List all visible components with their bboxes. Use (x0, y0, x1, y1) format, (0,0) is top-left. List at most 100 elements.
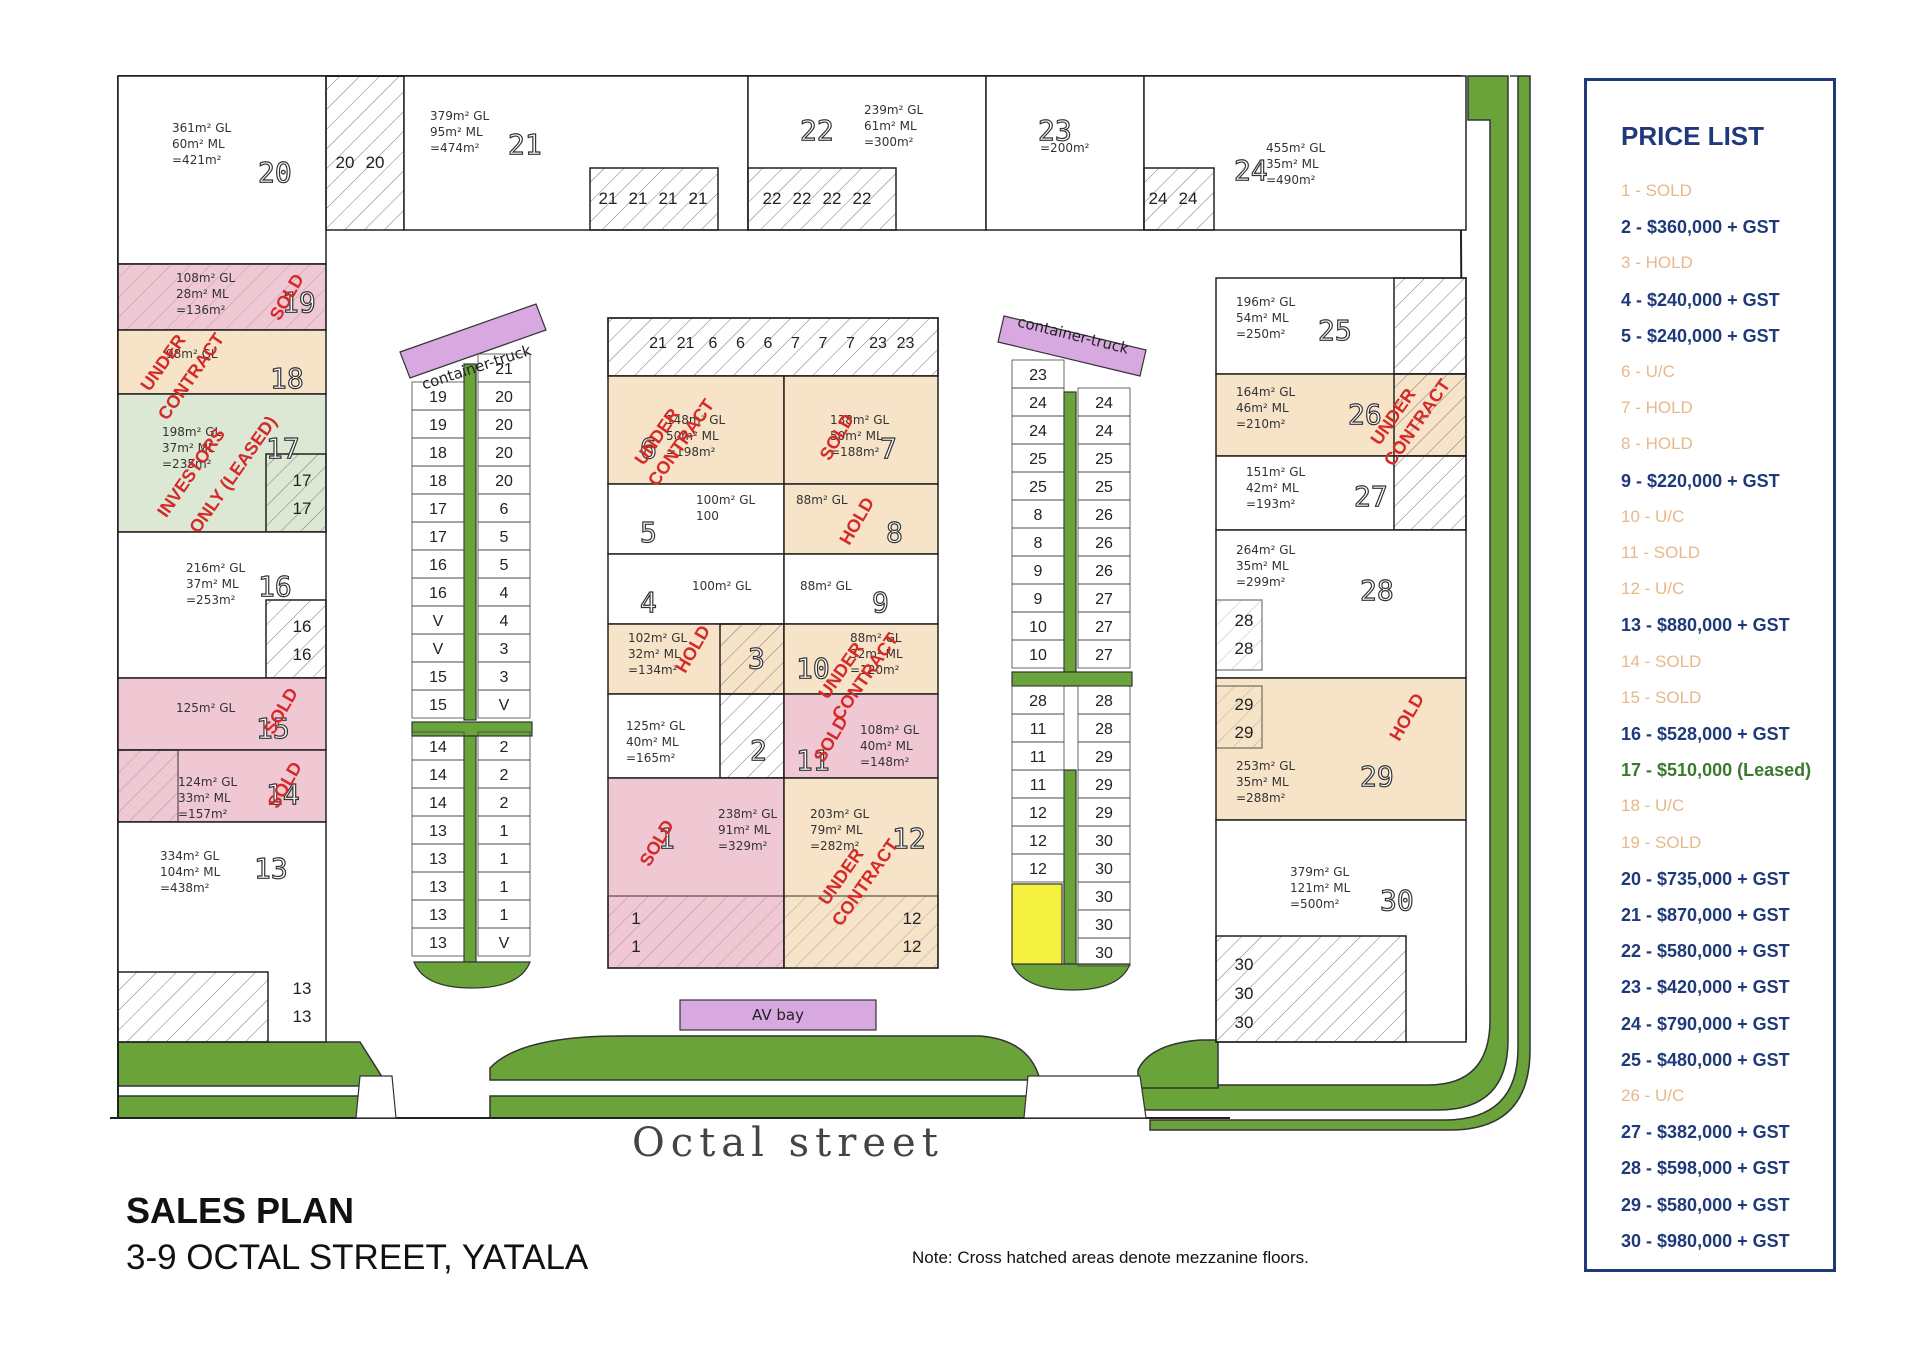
unit-number: 11 (796, 744, 830, 777)
unit-area-label: 100m² GL (696, 493, 756, 507)
parking-bay-label: 3 (500, 669, 509, 686)
parking-bay-label: V (499, 935, 510, 952)
unit-area-label: =134m² (628, 663, 678, 677)
price-lot-number: 23 (1621, 977, 1642, 998)
parking-bay-label: V (433, 613, 444, 630)
price-list-item: 25 - $480,000 + GST (1621, 1050, 1790, 1071)
unit-area-label: 264m² GL (1236, 543, 1296, 557)
parking-bay (411, 927, 465, 957)
parking-bay-label: 26 (1095, 535, 1113, 552)
parking-bay-label: 5 (500, 529, 509, 546)
price-lot-number: 9 (1621, 470, 1632, 491)
unit-area-label: 125m² GL (626, 719, 686, 733)
parking-bay-label: 10 (1029, 619, 1047, 636)
parking-bay-label: 21 (629, 189, 648, 208)
parking-bay-label: 10 (1029, 647, 1047, 664)
parking-bay-label: 13 (429, 907, 447, 924)
parking-bay-label: 30 (1095, 945, 1113, 962)
price-list-item: 11 - SOLD (1621, 543, 1700, 563)
parking-bay-label: 16 (429, 557, 447, 574)
price-lot-number: 11 (1621, 543, 1639, 562)
parking-bay-label: 23 (1029, 367, 1047, 384)
parking-bay (1077, 937, 1131, 967)
parking-bay-label: 24 (1029, 395, 1047, 412)
price-list-item: 27 - $382,000 + GST (1621, 1122, 1790, 1143)
unit-area-label: =421m² (172, 153, 222, 167)
unit-number: 2 (750, 734, 767, 767)
parking-bay-label: 17 (293, 471, 312, 490)
unit-area-label: 196m² GL (1236, 295, 1296, 309)
parking-bay (411, 689, 465, 719)
parking-bay-label: 20 (366, 153, 385, 172)
landscaping (117, 75, 1531, 1131)
parking-bay-label: 4 (500, 585, 509, 602)
parking-bay-label: 21 (599, 189, 618, 208)
parking-bay-label: 9 (1034, 563, 1043, 580)
unit-area-label: 253m² GL (1236, 759, 1296, 773)
parking-bay-label: 29 (1235, 695, 1254, 714)
price-list-item: 28 - $598,000 + GST (1621, 1158, 1790, 1179)
price-list-item: 8 - HOLD (1621, 434, 1693, 454)
price-list-item: 4 - $240,000 + GST (1621, 290, 1780, 311)
unit-area-label: 54m² ML (1236, 311, 1289, 325)
unit-area-label: =282m² (810, 839, 860, 853)
parking-bay-label: 30 (1235, 984, 1254, 1003)
unit-number: 17 (266, 432, 300, 465)
unit-area-label: 138m² GL (830, 413, 890, 427)
unit-area-label: 108m² GL (860, 723, 920, 737)
price-lot-number: 19 (1621, 832, 1640, 852)
parking-bay-label: 5 (500, 557, 509, 574)
parking-bay-label: 14 (429, 795, 447, 812)
parking-bay-label: 24 (1029, 423, 1047, 440)
unit-number: 8 (886, 516, 903, 549)
unit-area-label: 203m² GL (810, 807, 870, 821)
price-lot-number: 10 (1621, 506, 1640, 526)
parking-bay-label: 1 (631, 937, 640, 956)
parking-bay-label: 17 (429, 529, 447, 546)
parking-bay-label: 6 (709, 335, 718, 352)
unit-area-label: =500m² (1290, 897, 1340, 911)
parking-bay (1011, 853, 1065, 883)
parking-bay-label: 23 (869, 335, 887, 352)
parking-bay-label: 2 (500, 795, 509, 812)
unit-area-label: 121m² ML (1290, 881, 1351, 895)
unit-area-label: 50m² ML (666, 429, 719, 443)
unit-area-label: 124m² GL (178, 775, 238, 789)
building-column-left (117, 263, 327, 1043)
price-list-item: 20 - $735,000 + GST (1621, 869, 1790, 890)
violet-bays (399, 303, 1147, 1031)
parking-bay-label: 20 (495, 417, 513, 434)
street-name: Octal street (632, 1120, 944, 1166)
parking-bay-label: 25 (1029, 479, 1047, 496)
parking-bay-label: 21 (495, 361, 513, 378)
price-lot-status: - SOLD (1639, 832, 1702, 852)
parking-bay-label: 18 (429, 473, 447, 490)
unit-number: 19 (282, 286, 316, 319)
parking-bay-label: 24 (1149, 189, 1168, 208)
parking-bay-label: 22 (793, 189, 812, 208)
price-lot-number: 29 (1621, 1194, 1642, 1215)
parking-bay-label: 22 (823, 189, 842, 208)
price-lot-status: - $880,000 + GST (1641, 615, 1790, 636)
parking-bay-label: 9 (1034, 591, 1043, 608)
parking-bay-label: 14 (429, 767, 447, 784)
unit-area-label: 46m² ML (1236, 401, 1289, 415)
unit-number: 6 (640, 432, 657, 465)
unit-area-label: 102m² GL (628, 631, 688, 645)
price-list-item: 26 - U/C (1621, 1086, 1684, 1106)
unit-area-label: 239m² GL (864, 103, 924, 117)
price-lot-number: 13 (1621, 615, 1642, 636)
unit-area-label: =288m² (1236, 791, 1286, 805)
unit-area-label: 216m² GL (186, 561, 246, 575)
unit-number: 4 (640, 586, 657, 619)
unit-area-label: 95m² ML (430, 125, 483, 139)
parking-bay-label: 17 (293, 499, 312, 518)
parking-bay-label: 13 (429, 823, 447, 840)
parking-bay-label: 29 (1095, 805, 1113, 822)
av-bay-label: AV bay (752, 1006, 804, 1024)
price-lot-status: - $580,000 + GST (1641, 1194, 1790, 1215)
price-lot-status: - U/C (1639, 1086, 1685, 1105)
price-list-item: 14 - SOLD (1621, 652, 1701, 672)
price-lot-number: 5 (1621, 325, 1632, 346)
parking-bay-label: 21 (677, 335, 695, 352)
